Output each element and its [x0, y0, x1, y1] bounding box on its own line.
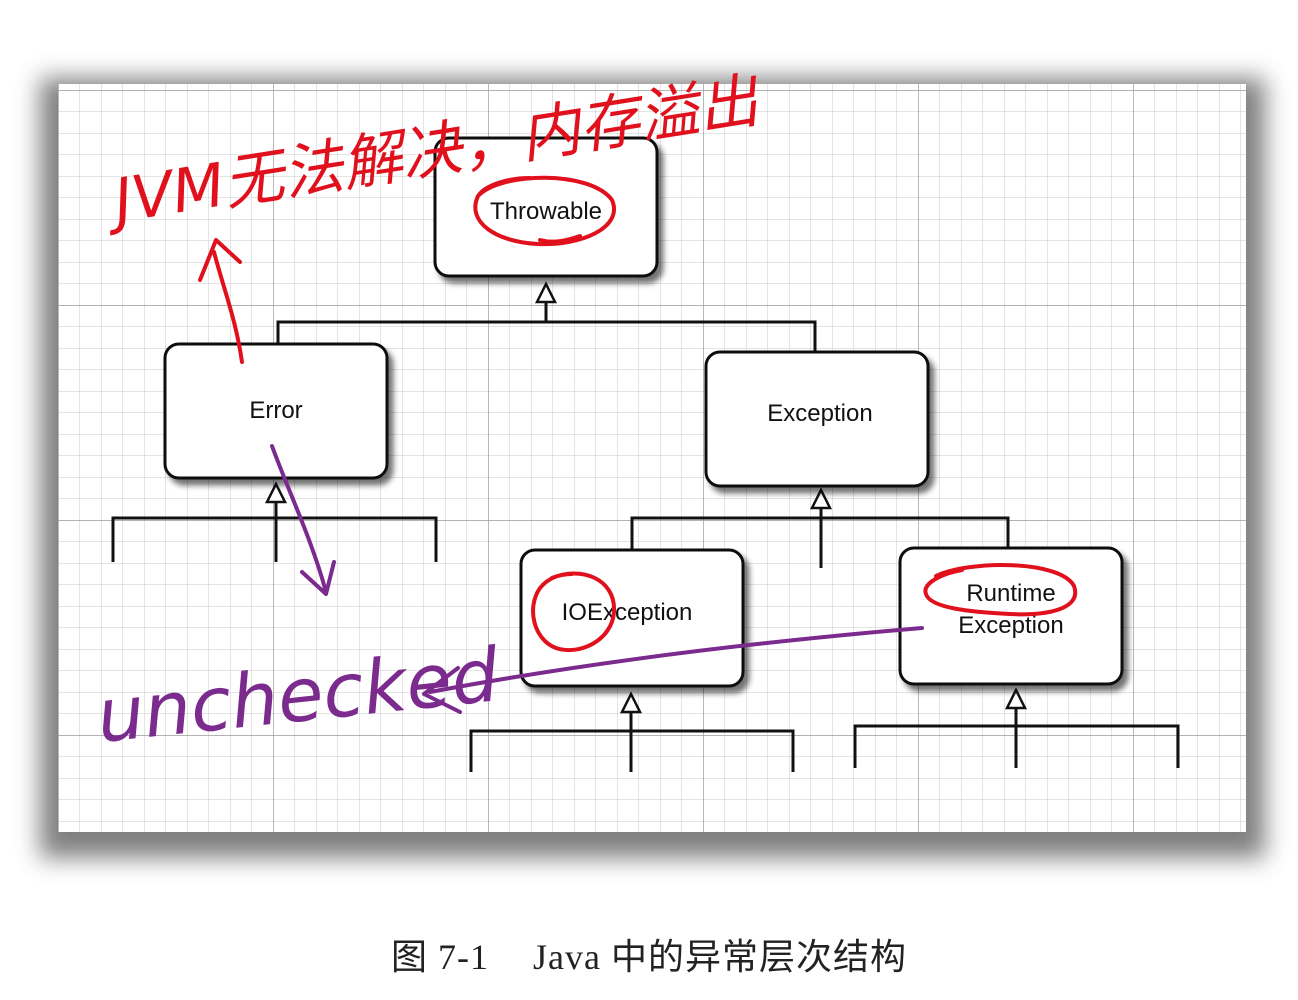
- node-runtime-label-line1: Runtime: [966, 580, 1055, 607]
- ioexception-circle: [531, 571, 617, 653]
- runtime-to-unchecked-arrow: [428, 626, 924, 694]
- node-error-label: Error: [249, 397, 302, 424]
- error-to-unchecked-arrowhead: [300, 560, 336, 596]
- purple-annotations: [270, 444, 924, 714]
- error-up-arrowhead: [198, 238, 242, 282]
- throwable-underline: [538, 234, 582, 244]
- runtime-to-unchecked-arrowhead: [422, 666, 462, 714]
- arrowhead-ioexception: [619, 691, 643, 714]
- figure-number: 图 7-1: [391, 937, 490, 977]
- node-ioexception-label: IOException: [562, 599, 693, 626]
- figure-caption: 图 7-1 Java 中的异常层次结构: [0, 928, 1298, 980]
- node-exception: Exception: [704, 350, 930, 488]
- figure-title: Java 中的异常层次结构: [533, 937, 907, 977]
- arrowhead-runtime: [1004, 687, 1028, 710]
- node-throwable: Throwable: [433, 136, 659, 278]
- node-error: Error: [163, 342, 389, 480]
- arrowhead-throwable: [534, 281, 558, 304]
- inheritance-connectors: [111, 300, 1180, 772]
- error-up-arrow: [212, 250, 244, 364]
- red-annotations: [198, 175, 1078, 653]
- runtime-circle: [923, 563, 1078, 617]
- node-ioexception: IOException: [519, 548, 745, 688]
- inheritance-arrowheads: [264, 281, 1028, 714]
- arrowhead-error: [264, 481, 288, 504]
- arrowhead-exception: [809, 487, 833, 510]
- error-to-unchecked-arrow: [270, 444, 328, 594]
- node-runtime-label-line2: Exception: [958, 612, 1063, 639]
- throwable-circle: [473, 175, 616, 247]
- node-exception-label: Exception: [767, 400, 872, 427]
- node-throwable-label: Throwable: [490, 198, 602, 225]
